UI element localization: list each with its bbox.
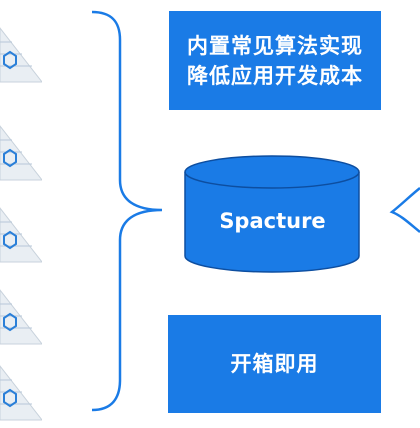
right-brace-fragment (389, 187, 420, 233)
thumbnail-2 (0, 125, 42, 181)
hexagon-icon (3, 148, 17, 168)
cylinder-top (184, 155, 360, 189)
feature-box-ready: 开箱即用 (168, 315, 381, 413)
feature-text-line-1: 内置常见算法实现 (187, 33, 363, 58)
feature-text-line-2: 降低应用开发成本 (187, 63, 363, 88)
thumbnail-5 (0, 365, 42, 421)
hexagon-icon (3, 388, 17, 408)
feature-text-ready: 开箱即用 (230, 352, 319, 376)
hexagon-icon (3, 312, 17, 332)
spacture-label: Spacture (219, 209, 326, 233)
hexagon-icon (3, 230, 17, 250)
cylinder-body (184, 172, 360, 273)
thumbnail-3 (0, 207, 42, 263)
hexagon-icon (3, 50, 17, 70)
feature-box-algorithms: 内置常见算法实现 降低应用开发成本 (169, 11, 381, 110)
thumbnail-1 (0, 27, 42, 83)
spacture-cylinder (184, 155, 360, 273)
thumbnail-4 (0, 289, 42, 345)
left-brace (91, 10, 163, 412)
